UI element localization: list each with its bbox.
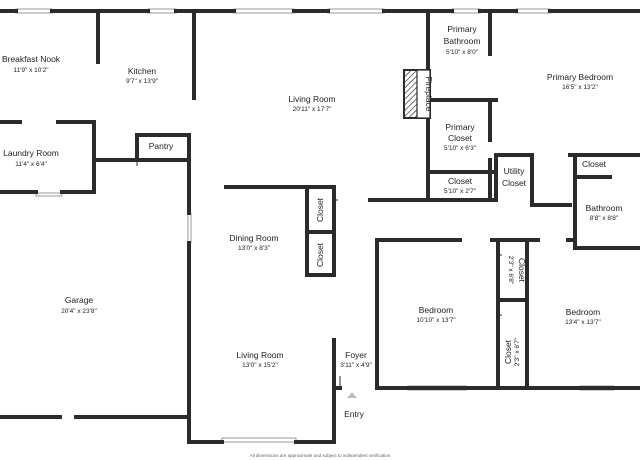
living-room-main-name: Living Room [288, 94, 335, 104]
primary-bathroom-name-line1: Primary [447, 24, 477, 34]
living-room-main-dim: 20'11" x 17'7" [293, 106, 332, 113]
closet-small-dim: 5'10" x 2'7" [444, 188, 477, 195]
room-labels: Breakfast Nook 11'9" x 10'2" Kitchen 9'7… [2, 24, 622, 369]
primary-closet-dim: 5'10" x 6'3" [444, 145, 477, 152]
bedroom-left-name: Bedroom [419, 305, 454, 315]
closet-bed1-name: Closet [517, 258, 527, 283]
living-room-lower-name: Living Room [236, 350, 283, 360]
garage-dim: 20'4" x 23'8" [61, 308, 97, 315]
window [451, 8, 481, 14]
breakfast-nook-name: Breakfast Nook [2, 54, 61, 64]
primary-bathroom-name-line2: Bathroom [444, 36, 481, 46]
entry-label: Entry [344, 409, 365, 419]
primary-bedroom-dim: 16'5" x 13'2" [562, 84, 598, 91]
window [15, 8, 53, 14]
kitchen-name: Kitchen [128, 66, 157, 76]
utility-closet-name-line2: Closet [502, 178, 527, 188]
window [221, 437, 297, 443]
pantry-name: Pantry [149, 141, 174, 151]
fireplace-label: Fireplace [424, 77, 434, 112]
window [515, 8, 551, 14]
primary-closet-name-line2: Closet [448, 133, 473, 143]
door-jambs [136, 160, 502, 388]
fireplace: Fireplace [403, 69, 434, 119]
window [187, 212, 192, 244]
garage-name: Garage [65, 295, 94, 305]
kitchen-dim: 9'7" x 13'9" [126, 78, 159, 85]
foyer-dim: 3'11" x 4'9" [340, 362, 372, 369]
closet-v1-name: Closet [315, 197, 325, 222]
breakfast-nook-dim: 11'9" x 10'2" [13, 67, 49, 74]
closet-bed1-dim: 2'3" x 6'8" [507, 256, 514, 285]
walls [0, 9, 640, 444]
bedroom-left-dim: 10'10" x 13'7" [416, 317, 456, 324]
window [327, 8, 385, 14]
window [35, 192, 63, 197]
bathroom-name: Bathroom [586, 203, 623, 213]
windows [15, 8, 615, 443]
closet-bed2-name: Closet [503, 339, 513, 364]
dining-room-dim: 13'0" x 8'3" [238, 245, 271, 252]
footer-disclaimer: All dimensions are approximate and subje… [250, 453, 391, 458]
primary-bathroom-dim: 5'10" x 8'0" [446, 49, 479, 56]
laundry-room-dim: 11'4" x 6'4" [15, 161, 47, 168]
entry-arrow-icon [347, 392, 357, 398]
window [147, 8, 177, 14]
laundry-room-name: Laundry Room [3, 148, 59, 158]
dining-room-name: Dining Room [229, 233, 278, 243]
closet-small-name: Closet [448, 176, 473, 186]
closet-v2-name: Closet [315, 242, 325, 267]
closet-right-name: Closet [582, 159, 607, 169]
window [233, 8, 295, 14]
bathroom-dim: 8'8" x 8'8" [590, 215, 619, 222]
primary-closet-name-line1: Primary [445, 122, 475, 132]
utility-closet-name-line1: Utility [504, 166, 526, 176]
primary-bedroom-name: Primary Bedroom [547, 72, 613, 82]
living-room-lower-dim: 13'0" x 15'2" [242, 362, 278, 369]
bedroom-right-dim: 13'4" x 13'7" [565, 319, 601, 326]
foyer-name: Foyer [345, 350, 367, 360]
closet-bed2-dim: 2'3" x 6'7" [514, 337, 521, 366]
bedroom-right-name: Bedroom [566, 307, 601, 317]
